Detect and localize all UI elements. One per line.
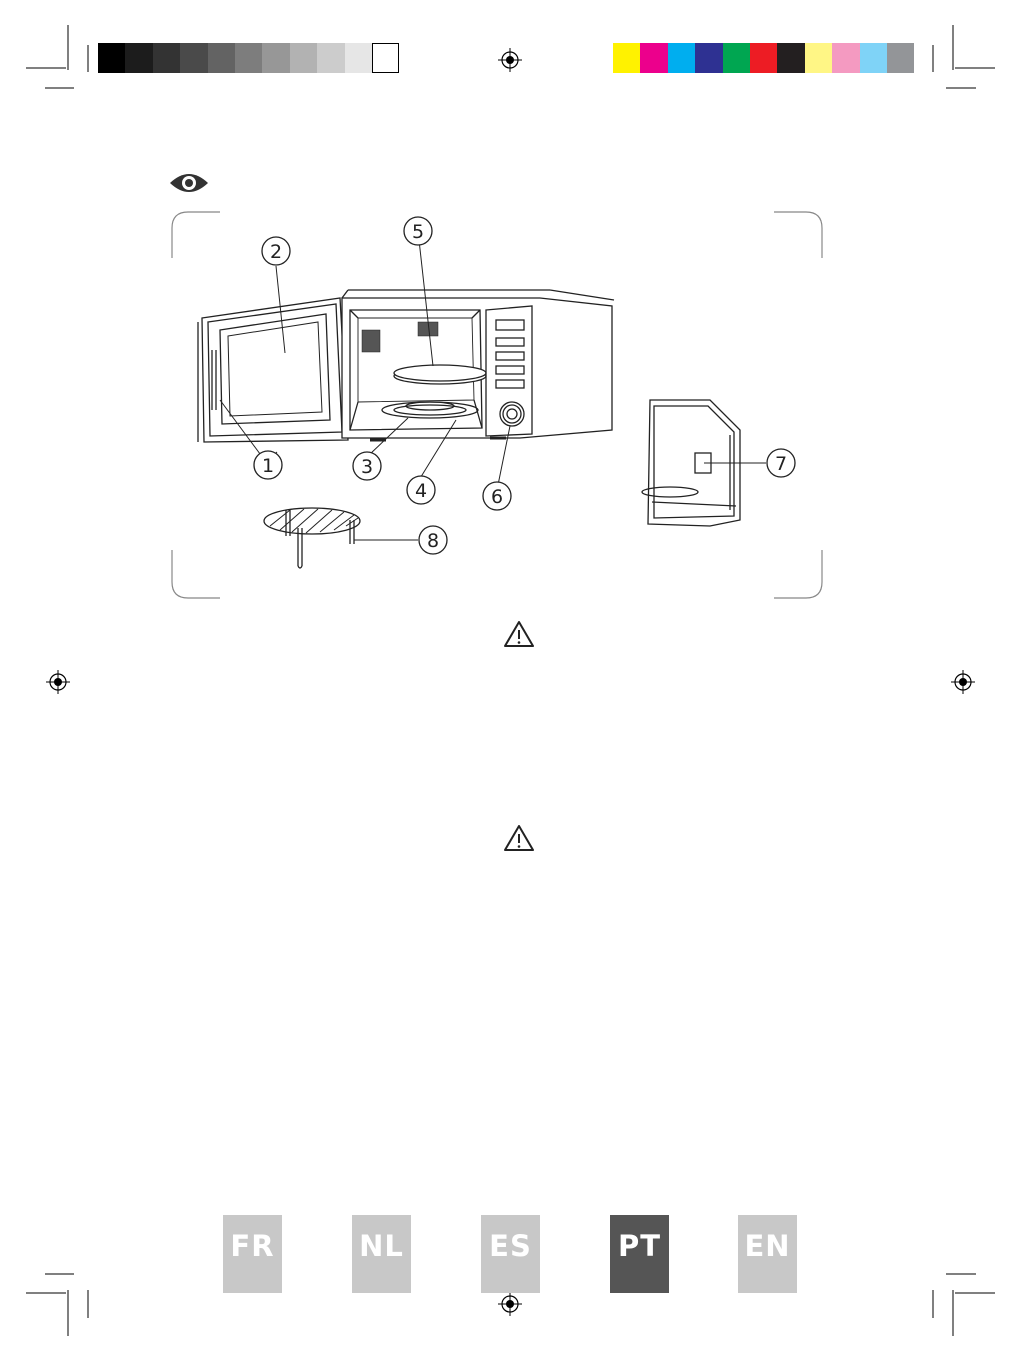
callout-label: 4 bbox=[415, 480, 427, 502]
registration-mark-icon bbox=[951, 670, 975, 694]
warning-triangle-icon bbox=[502, 823, 536, 853]
registration-mark-icon bbox=[498, 1292, 522, 1316]
lang-tab-label: FR bbox=[230, 1229, 274, 1263]
callout-label: 7 bbox=[775, 453, 787, 475]
callout-label: 1 bbox=[262, 455, 274, 477]
callout-label: 3 bbox=[361, 456, 373, 478]
lang-tab-pt[interactable]: PT bbox=[610, 1215, 669, 1293]
warning-triangle-icon bbox=[502, 619, 536, 649]
lang-tab-label: ES bbox=[489, 1229, 532, 1263]
eye-icon bbox=[168, 168, 210, 198]
callout-label: 5 bbox=[412, 221, 424, 243]
callout-label: 6 bbox=[491, 486, 503, 508]
lang-tab-es[interactable]: ES bbox=[481, 1215, 540, 1293]
lang-tab-label: PT bbox=[618, 1229, 661, 1263]
registration-mark-icon bbox=[498, 48, 522, 72]
registration-mark-icon bbox=[46, 670, 70, 694]
callout-label: 2 bbox=[270, 241, 282, 263]
lang-tab-label: EN bbox=[744, 1229, 790, 1263]
lang-tab-label: NL bbox=[359, 1229, 404, 1263]
lang-tab-en[interactable]: EN bbox=[738, 1215, 797, 1293]
microwave-diagram: 1 2 3 4 5 6 7 8 bbox=[190, 210, 830, 590]
callout-label: 8 bbox=[427, 530, 439, 552]
lang-tab-fr[interactable]: FR bbox=[223, 1215, 282, 1293]
lang-tab-nl[interactable]: NL bbox=[352, 1215, 411, 1293]
